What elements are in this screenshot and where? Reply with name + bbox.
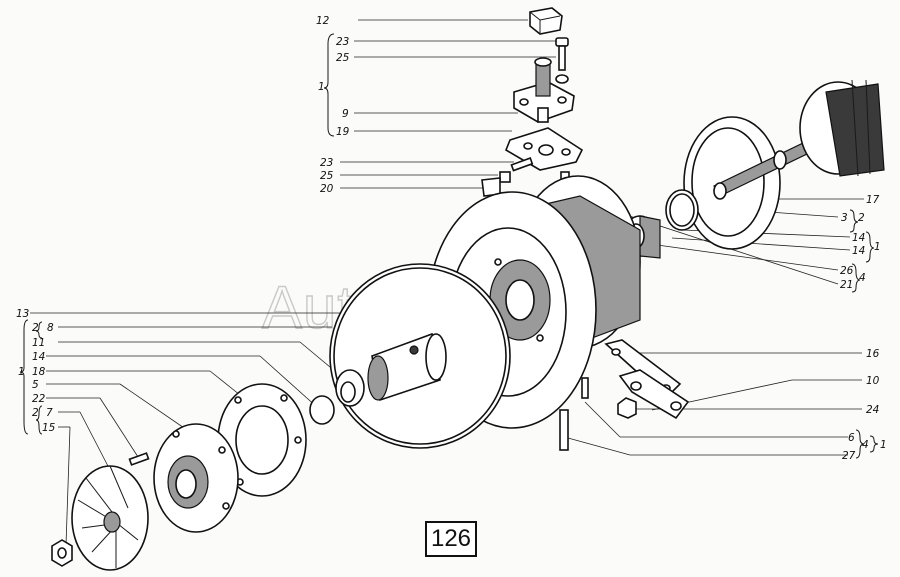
upper-bolt (555, 37, 569, 71)
callout-26: 26 (840, 265, 854, 277)
callout-21: 21 (840, 279, 853, 291)
callout-1: 1 (874, 241, 881, 253)
callout-14: 14 (32, 351, 45, 363)
callout-9: 9 (342, 108, 349, 120)
group-braces (19, 33, 879, 459)
callout-7: 7 (46, 407, 53, 419)
oil-pipe-flange (513, 57, 575, 123)
drain-nut (617, 397, 637, 419)
callout-23: 23 (336, 36, 349, 48)
callout-4: 4 (859, 272, 866, 284)
spacer-ring (335, 369, 365, 407)
compressor-plate (153, 423, 239, 533)
callout-18: 18 (32, 366, 46, 378)
callout-1: 1 (880, 439, 887, 451)
callout-6: 6 (848, 432, 855, 444)
page-number-box: 126 (425, 521, 477, 557)
callout-22: 22 (32, 393, 46, 405)
cap-nut (529, 7, 563, 35)
callout-5: 5 (32, 379, 39, 391)
callout-14: 14 (852, 245, 865, 257)
retaining-ring (309, 395, 335, 425)
drain-flange (618, 369, 690, 420)
callout-19: 19 (336, 126, 350, 138)
callout-24: 24 (866, 404, 879, 416)
callout-20: 20 (320, 183, 334, 195)
spring-washer (555, 74, 569, 84)
callout-27: 27 (842, 450, 856, 462)
housing-stud (581, 377, 589, 399)
callout-25: 25 (336, 52, 350, 64)
lower-stud (559, 409, 569, 451)
callout-12: 12 (316, 15, 330, 27)
side-bolt (481, 157, 534, 197)
shaft-seal-ring (665, 189, 699, 231)
callout-4: 4 (862, 439, 869, 451)
turbine-wheel-shaft (683, 79, 885, 250)
plate-screw (128, 452, 150, 466)
page-number: 126 (430, 525, 472, 552)
callout-25: 25 (320, 170, 334, 182)
compressor-gasket (217, 383, 307, 497)
callout-8: 8 (47, 322, 54, 334)
seal-sleeve (367, 332, 447, 402)
callout-13: 13 (16, 308, 29, 320)
callout-2: 2 (858, 212, 865, 224)
compressor-wheel (71, 465, 149, 571)
callout-1: 1 (318, 81, 325, 93)
wheel-nut (51, 539, 73, 567)
callout-17: 17 (866, 194, 880, 206)
callout-15: 15 (42, 422, 56, 434)
callout-10: 10 (866, 375, 880, 387)
callout-23: 23 (320, 157, 333, 169)
callout-2: 2 (32, 407, 39, 419)
callout-2: 2 (32, 322, 39, 334)
callout-3: 3 (841, 212, 848, 224)
callout-11: 11 (32, 337, 45, 349)
callout-14: 14 (852, 232, 865, 244)
callout-16: 16 (866, 348, 880, 360)
